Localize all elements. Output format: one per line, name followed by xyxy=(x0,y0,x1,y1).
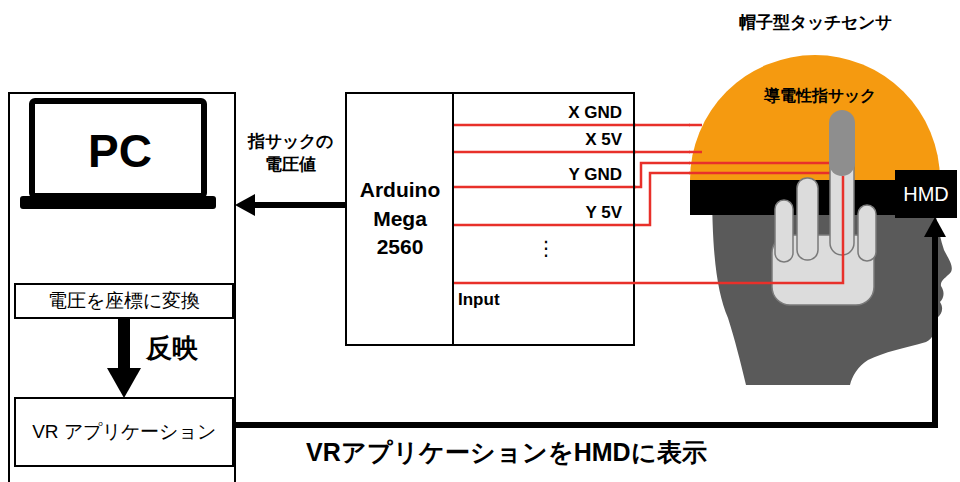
pin-name: Input xyxy=(458,290,500,310)
finger-sack xyxy=(829,110,855,176)
wire xyxy=(454,186,636,189)
node-label: 帽子型タッチセンサ xyxy=(670,11,960,34)
wire xyxy=(689,151,702,154)
node-label: VR アプリケーション xyxy=(32,419,216,445)
hand-finger xyxy=(830,150,854,255)
wire xyxy=(635,151,690,154)
edge-label: VRアプリケーションをHMDに表示 xyxy=(306,436,707,469)
helmet-dome xyxy=(690,55,940,180)
edge-label: 指サックの 電圧値 xyxy=(238,131,342,177)
flow-arrow xyxy=(234,237,935,425)
hand-finger xyxy=(797,178,818,260)
hand-palm xyxy=(772,235,874,305)
helmet-sensor: 帽子型タッチセンサ xyxy=(690,55,940,180)
node-label: Arduino Mega 2560 xyxy=(347,94,453,344)
wire xyxy=(689,172,836,175)
process-box: 電圧を座標に変換 xyxy=(14,283,234,319)
input-wire xyxy=(454,176,843,283)
node-label: 電圧を座標に変換 xyxy=(48,288,200,314)
wire xyxy=(635,163,690,187)
wire xyxy=(454,151,636,154)
signal-name: Y GND xyxy=(520,165,622,185)
flow-arrow xyxy=(255,202,345,208)
signal-name: Y 5V xyxy=(520,203,622,223)
column-divider xyxy=(452,94,454,344)
hand-finger xyxy=(858,205,876,261)
hmd-box: HMD xyxy=(895,170,957,218)
wire xyxy=(635,173,690,225)
part-label: 導電性指サック xyxy=(755,86,885,106)
signal-name: X 5V xyxy=(520,130,622,150)
edge-label: 反映 xyxy=(146,331,198,366)
wire xyxy=(689,162,836,165)
flow-arrow xyxy=(118,319,130,368)
wire xyxy=(454,124,636,127)
wire xyxy=(635,124,690,127)
hmd-band xyxy=(690,180,896,215)
signal-name: X GND xyxy=(520,103,622,123)
application-box: VR アプリケーション xyxy=(14,397,234,467)
node-label: PC xyxy=(34,103,206,198)
node-label: HMD xyxy=(903,183,949,206)
pc-panel: PC 電圧を座標に変換 VR アプリケーション xyxy=(8,92,236,482)
laptop-base xyxy=(20,196,216,209)
hand-finger xyxy=(775,200,793,262)
ellipsis-mark: ⋮ xyxy=(536,236,556,260)
helmet-shape xyxy=(690,55,940,180)
wire xyxy=(454,224,636,227)
wire xyxy=(689,124,702,127)
